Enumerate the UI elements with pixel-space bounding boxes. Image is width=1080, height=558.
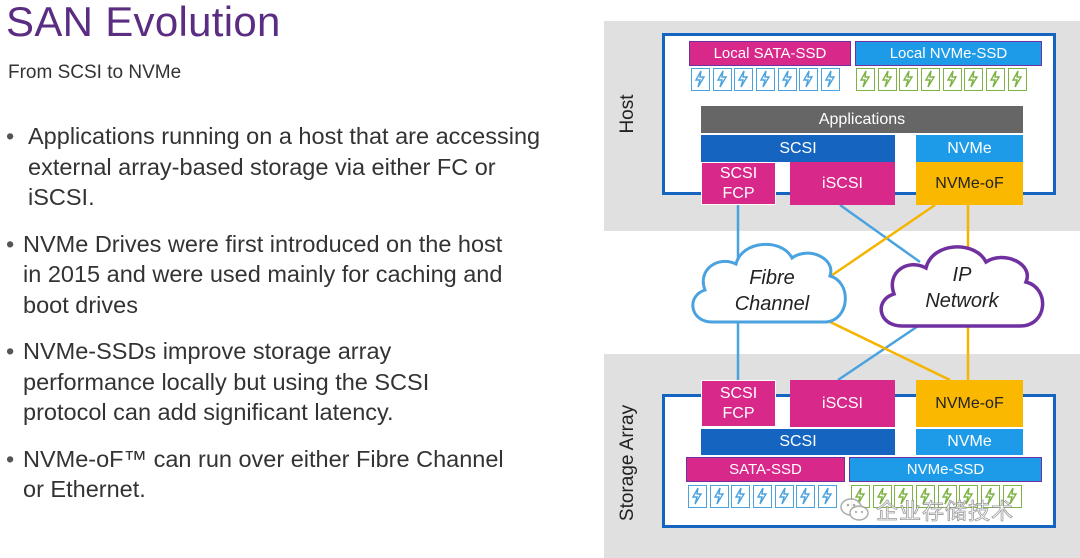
ssd-drive-icon [774, 485, 794, 508]
bullet-dot: • [6, 230, 15, 257]
ssd-drive-icon [959, 485, 979, 508]
bullet-dot: • [6, 338, 15, 364]
storage-nvme-layer: NVMe [916, 429, 1023, 455]
ssd-drive-icon [796, 485, 816, 508]
ssd-drive-icon [894, 485, 914, 508]
ssd-drive-icon [916, 485, 936, 508]
bullet-text-line: Applications running on a host that are … [28, 123, 541, 149]
storage-scsi-fcp-line1: SCSI [719, 384, 758, 402]
ssd-drive-icon [712, 68, 732, 91]
bullet-text-line: boot drives [23, 291, 138, 318]
ssd-drive-icon [1007, 68, 1027, 91]
ip-links [821, 203, 970, 382]
host-scsi-fcp-line1: SCSI [719, 164, 758, 182]
ssd-drive-icon [731, 485, 751, 508]
host-nvme-of: NVMe-oF [916, 162, 1023, 205]
storage-scsi-fcp-line2: FCP [722, 404, 755, 422]
ssd-drive-icon [777, 68, 797, 91]
storage-sata-ssd: SATA-SSD [686, 457, 845, 482]
ssd-drive-icon [964, 68, 984, 91]
ip-line1: IP [952, 264, 972, 286]
ssd-drive-icon [753, 485, 773, 508]
bullet-text-line: protocol can add significant latency. [23, 399, 394, 425]
host-label: Host [617, 94, 638, 134]
fc-link-host-cross [839, 203, 921, 264]
ssd-drive-icon [872, 485, 892, 508]
storage-scsi-layer: SCSI [701, 429, 895, 455]
applications-layer: Applications [701, 106, 1023, 133]
storage-scsi-fcp: SCSI FCP [701, 380, 776, 427]
bullet-list: • Applications running on a host that ar… [6, 121, 596, 505]
local-nvme-ssd: Local NVMe-SSD [855, 41, 1042, 66]
bullet-text-line: NVMe-oF™ can run over either Fibre Chann… [23, 445, 504, 472]
fibre-line2: Channel [734, 293, 810, 315]
ssd-drive-icon [942, 68, 962, 91]
host-nvme-drives [856, 68, 1030, 91]
bullet-text-line: iSCSI. [28, 184, 95, 210]
ssd-drive-icon [856, 68, 875, 91]
fibre-channel-cloud [691, 243, 847, 324]
storage-nvme-of: NVMe-oF [916, 380, 1023, 427]
ssd-drive-icon [937, 485, 957, 508]
ssd-drive-icon [818, 485, 838, 508]
fibre-line1: Fibre [749, 267, 795, 289]
ip-network-label: IP Network [912, 262, 1012, 314]
ssd-drive-icon [899, 68, 919, 91]
host-iscsi: iSCSI [790, 162, 895, 205]
watermark: 企业存储技术 [840, 494, 1014, 526]
storage-nvme-ssd: NVMe-SSD [849, 457, 1042, 482]
bullet-dot: • [6, 445, 15, 472]
bullet-text-line: performance locally but using the SCSI [23, 368, 430, 395]
host-scsi-fcp-line2: FCP [722, 184, 755, 202]
bullet-dot: • [6, 123, 15, 149]
bullet-text-line: in 2015 and were used mainly for caching… [23, 261, 503, 287]
local-sata-ssd: Local SATA-SSD [689, 41, 851, 66]
storage-sata-drives [688, 485, 840, 508]
ssd-drive-icon [691, 68, 710, 91]
ssd-drive-icon [1002, 485, 1022, 508]
ssd-drive-icon [877, 68, 897, 91]
ssd-drive-icon [734, 68, 754, 91]
bullet-nvme-of: • NVMe-oF™ can run over either Fibre Cha… [6, 444, 596, 505]
ssd-drive-icon [709, 485, 729, 508]
fibre-channel-label: Fibre Channel [722, 265, 822, 317]
bullet-applications: • Applications running on a host that ar… [6, 121, 596, 213]
watermark-text: 企业存储技术 [876, 500, 1015, 526]
ip-line2: Network [925, 290, 999, 312]
host-sata-drives [691, 68, 843, 91]
ssd-drive-icon [688, 485, 707, 508]
ssd-drive-icon [756, 68, 776, 91]
host-scsi-layer: SCSI [701, 135, 895, 162]
bullet-nvme-drives: • NVMe Drives were first introduced on t… [6, 229, 596, 321]
page-subtitle: From SCSI to NVMe [8, 62, 182, 83]
ip-link-storage-cross [821, 316, 951, 382]
fc-links [736, 203, 931, 382]
bullet-text-line: external array-based storage via either … [28, 153, 496, 180]
page-title: SAN Evolution [6, 0, 281, 45]
bullet-text-line: NVMe Drives were first introduced on the… [23, 230, 503, 257]
storage-iscsi: iSCSI [790, 380, 895, 427]
host-nvme-layer: NVMe [916, 135, 1023, 162]
ssd-drive-icon [799, 68, 819, 91]
bullet-text-line: NVMe-SSDs improve storage array [23, 338, 392, 364]
ssd-drive-icon [821, 68, 841, 91]
storage-array-label: Storage Array [617, 404, 638, 522]
ssd-drive-icon [986, 68, 1006, 91]
ip-link-host-cross [821, 203, 936, 284]
wechat-icon [840, 498, 869, 521]
ssd-drive-icon [981, 485, 1001, 508]
ssd-drive-icon [921, 68, 941, 91]
storage-nvme-drives [851, 485, 1025, 508]
bullet-text-line: or Ethernet. [23, 476, 146, 502]
ip-network-cloud [879, 245, 1045, 328]
host-scsi-fcp: SCSI FCP [701, 162, 776, 205]
bullet-nvme-ssds: • NVMe-SSDs improve storage array perfor… [6, 336, 596, 428]
